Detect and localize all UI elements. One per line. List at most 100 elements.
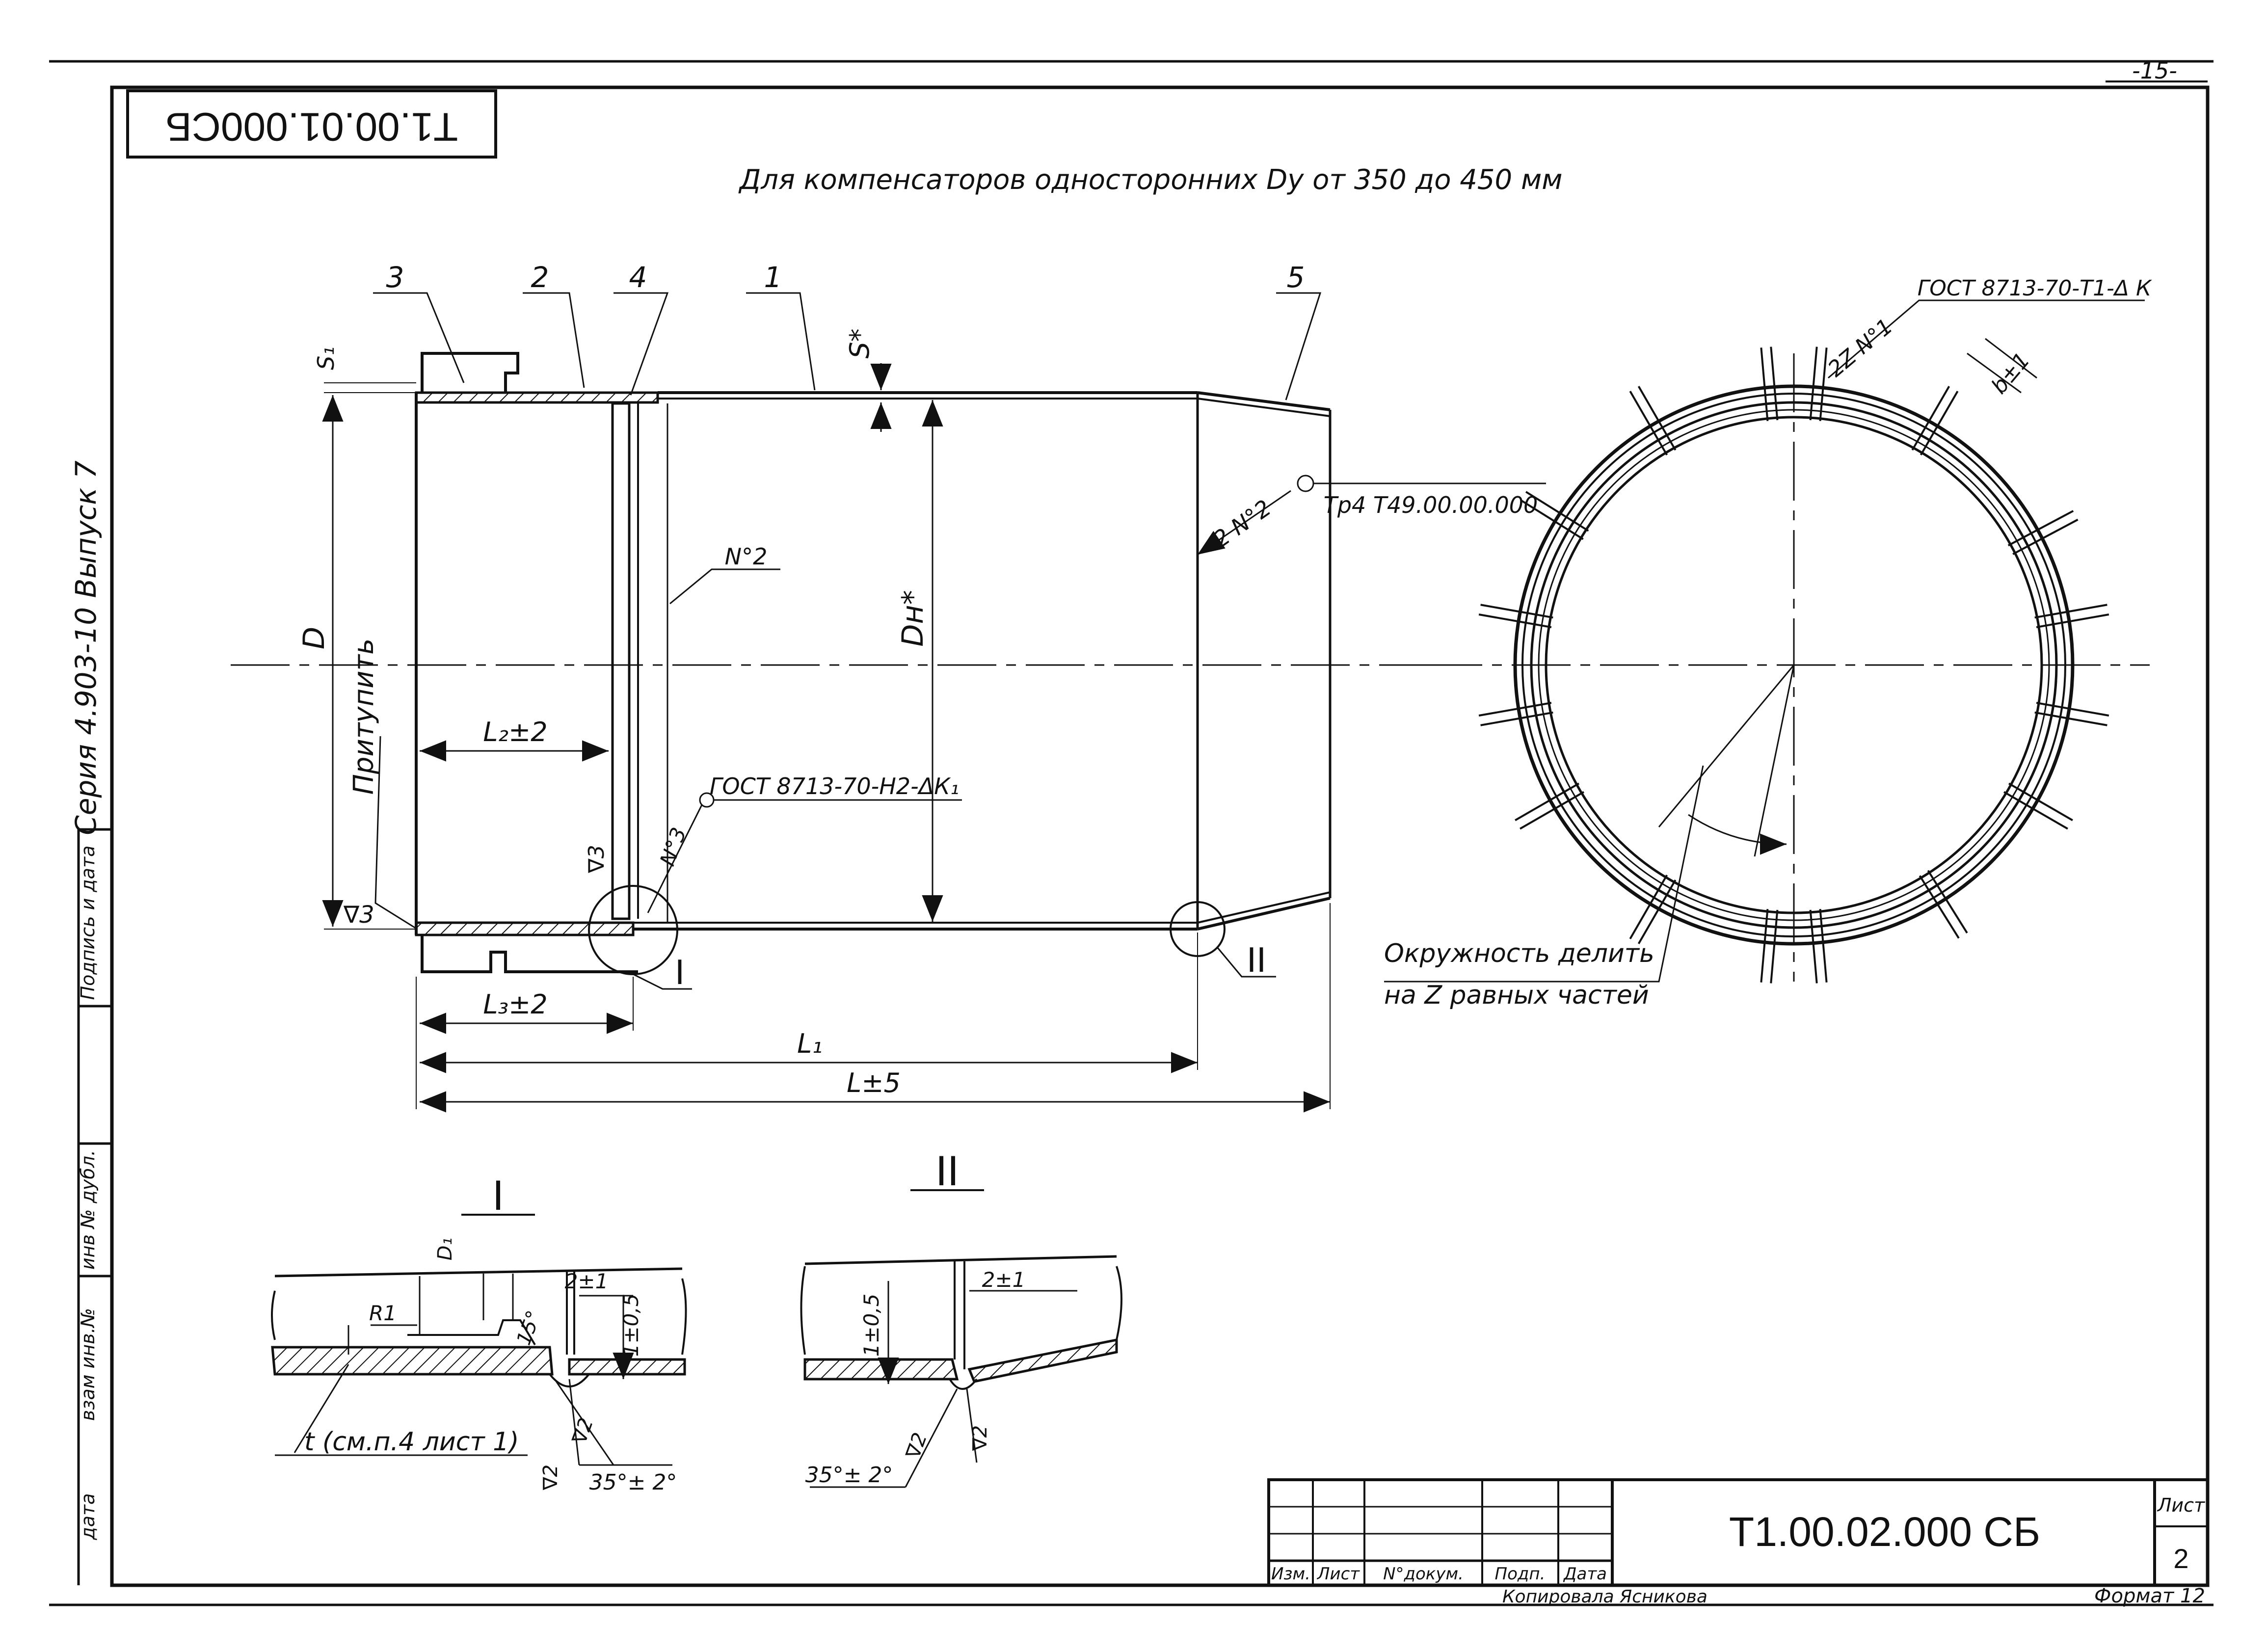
ring-rib — [1760, 347, 1769, 421]
detail-1-r1: R1 — [369, 1301, 397, 1325]
ring-rib — [1637, 386, 1677, 451]
detail-1-angle: 15° — [512, 1307, 545, 1348]
ring-rib — [2007, 510, 2074, 547]
top-stamp-code: Т1.00.01.000СБ — [165, 104, 458, 149]
detail-2-rough-b: ∇2 — [969, 1425, 991, 1451]
detail-2-rough-a: ∇2 — [902, 1430, 932, 1462]
ring-rib — [1919, 875, 1960, 939]
title-block — [1267, 1478, 2209, 1587]
top-stamp: Т1.00.01.000СБ — [126, 89, 497, 159]
tb-copied-by: Копировала Ясникова — [1502, 1587, 1707, 1607]
ring-rib — [1480, 604, 1553, 619]
ring-rib — [2036, 702, 2109, 717]
ring-rib — [1520, 499, 1584, 540]
dim-l2: L₂±2 — [483, 717, 547, 747]
ring-rib — [1478, 613, 1552, 628]
detail-1-t-note: t (см.п.4 лист 1) — [304, 1427, 519, 1457]
dim-l: L±5 — [847, 1067, 901, 1098]
ring-rib — [2003, 791, 2068, 830]
detail-2-marker: II — [1247, 940, 1266, 980]
ring-rib — [1770, 346, 1779, 421]
ring-rib — [1809, 909, 1818, 984]
ring-gost: ГОСТ 8713-70-Т1-Δ К — [1918, 276, 2152, 301]
tb-header-date: Дата — [1563, 1564, 1607, 1584]
ring-rib — [1770, 909, 1779, 984]
detail-1-rough-a: ∇2 — [539, 1465, 562, 1491]
callout-2: 2 — [531, 261, 549, 294]
ring-rib — [1819, 347, 1828, 421]
side-stamp-sign: Подпись и дата — [77, 846, 99, 1000]
title-note: Для компенсаторов односторонних Dу от 35… — [738, 164, 1563, 196]
callout-leaders — [373, 292, 1322, 400]
dim-l3: L₃±2 — [483, 989, 547, 1020]
ring-rib — [1637, 879, 1677, 944]
dim-s1: S₁ — [313, 346, 339, 370]
page-number: -15- — [2132, 57, 2177, 84]
gost-inner: ГОСТ 8713-70-Н2-ΔК₁ — [710, 773, 960, 799]
ring-rib — [1927, 870, 1968, 933]
rough-v3a: ∇3 — [343, 901, 374, 929]
ring-rib — [1911, 386, 1950, 451]
dim-l1: L₁ — [797, 1028, 823, 1059]
ring-rib — [1920, 391, 1959, 455]
detail-2-h: 1±0,5 — [859, 1294, 883, 1357]
rough-v3b: ∇3 — [584, 845, 609, 873]
detail-2-gap: 2±1 — [982, 1268, 1026, 1292]
detail-1-marker: I — [675, 953, 685, 992]
detail-2-bevel: 35°± 2° — [805, 1463, 893, 1488]
side-stamp-dup: инв № дубл. — [77, 1150, 99, 1270]
callout-1: 1 — [764, 261, 782, 294]
ring-rib — [1760, 909, 1769, 983]
ring-rib — [1809, 346, 1818, 421]
weld-n3: N°3 — [655, 824, 691, 869]
sheet-frame — [49, 60, 2214, 1606]
ring-weld: 2Z N°1 — [1823, 314, 1898, 382]
ring-rib — [1515, 782, 1579, 822]
side-stamp-date: дата — [77, 1493, 99, 1541]
label-pritupit: Притупить — [348, 639, 380, 795]
detail-2-title: II — [935, 1147, 959, 1195]
side-stamp-replace: взам инв.№ — [77, 1308, 99, 1421]
ring-view — [1384, 299, 2150, 984]
dim-d: D — [297, 627, 331, 649]
ring-rib — [2008, 782, 2073, 822]
tb-doc-number: Т1.00.02.000 СБ — [1729, 1509, 2040, 1555]
detail-2-drawing — [800, 1255, 1122, 1488]
detail-1-gap: 2±1 — [565, 1269, 609, 1293]
ring-note-2: на Z равных частей — [1384, 981, 1649, 1010]
weld-n2: N°2 — [725, 543, 768, 570]
ring-rib — [2036, 613, 2109, 628]
ring-rib — [1525, 491, 1589, 532]
tb-format: Формат 12 — [2094, 1585, 2205, 1607]
callout-4: 4 — [629, 261, 647, 294]
tb-sheet-label: Лист — [2157, 1494, 2206, 1516]
ring-rib — [1629, 875, 1668, 939]
dim-dn: Dн* — [896, 590, 930, 646]
callout-5: 5 — [1287, 261, 1305, 294]
ring-rib — [2034, 711, 2107, 726]
callout-3: 3 — [386, 261, 404, 294]
ring-note-1: Окружность делить — [1384, 939, 1654, 968]
ring-rib — [1480, 711, 1553, 726]
detail-1-h: 1±0,5 — [619, 1294, 643, 1357]
dim-s: S* — [844, 328, 875, 358]
tb-header-doc: N°докум. — [1383, 1564, 1464, 1584]
tb-header-izm: Изм. — [1271, 1564, 1310, 1584]
ring-rib — [2012, 518, 2079, 555]
detail-1-title: I — [492, 1172, 504, 1219]
tb-header-list: Лист — [1316, 1564, 1360, 1584]
detail-1-rough-b: ∇2 — [568, 1415, 598, 1447]
main-section — [231, 352, 1482, 973]
ring-rib — [1819, 909, 1828, 983]
detail-1-d1: D₁ — [434, 1238, 456, 1261]
weld-2n2: 2 N°2 — [1208, 494, 1276, 553]
ring-rib — [2034, 604, 2107, 619]
series-label: Серия 4.903-10 Выпуск 7 — [69, 460, 103, 835]
ring-rib — [1629, 391, 1668, 455]
tb-header-sign: Подп. — [1495, 1564, 1546, 1584]
ring-rib — [1520, 791, 1584, 830]
tb-sheet-number: 2 — [2173, 1543, 2188, 1574]
ring-rib — [1478, 702, 1552, 717]
detail-1-bevel: 35°± 2° — [589, 1470, 677, 1495]
